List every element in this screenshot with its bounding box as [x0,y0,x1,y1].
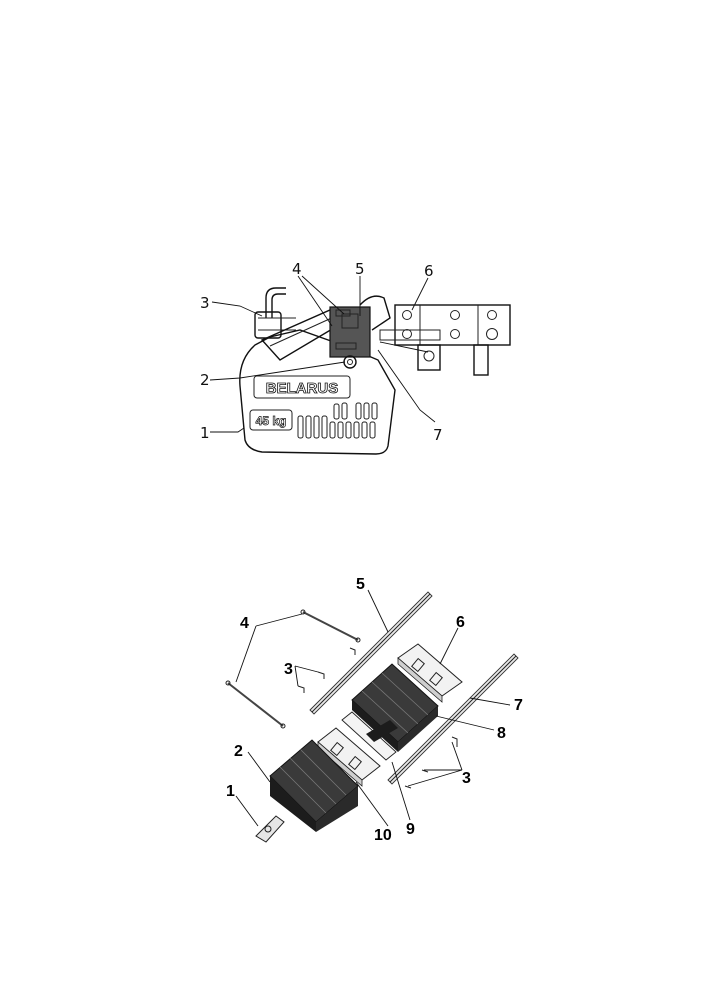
lower-slots [297,415,376,439]
rail-5 [309,591,433,715]
callout-2: 2 [234,743,243,760]
bracket-10 [317,727,381,787]
callout-4: 4 [292,260,302,278]
hitch-1 [255,815,285,843]
bolt-upper [335,309,351,317]
callout-6: 6 [424,262,434,280]
ballast-lower [269,739,359,832]
handle-hook [265,287,286,318]
callout-2: 2 [200,371,210,389]
plate-9 [341,711,398,761]
weight-plate [249,409,293,431]
pins-3-lower [404,736,458,789]
logo-text: BELARUS [266,380,339,397]
bottom-callouts: 1 2 3 3 4 5 6 7 8 9 10 [226,576,523,844]
callout-8: 8 [497,725,506,742]
pin [343,355,357,369]
callout-6: 6 [456,614,465,631]
rods-4 [227,611,359,727]
frame-beam [394,304,511,346]
bolt-lower [335,342,357,350]
callout-7: 7 [514,697,523,714]
callout-3-lower: 3 [462,770,471,787]
logo-plate [253,375,351,399]
callout-3: 3 [200,294,210,312]
weight-label: 45 kg [256,414,287,428]
callout-10: 10 [374,827,392,844]
callout-3-upper: 3 [284,661,293,678]
top-callouts: 1 2 3 4 5 6 7 [200,260,443,444]
top-figure: BELARUS 45 kg [200,260,511,455]
counterweight-body [239,329,396,455]
rod-ends [225,609,361,729]
pins-3-upper [297,647,356,693]
bottom-figure: 1 2 3 3 4 5 6 7 8 9 10 [225,576,523,844]
rail-7 [387,653,519,785]
top-leaders [209,275,436,433]
frame-bolts [402,310,498,362]
bottom-leaders [235,589,511,827]
callout-1: 1 [200,424,210,442]
callout-9: 9 [406,821,415,838]
callout-4: 4 [240,615,249,632]
upper-slots [333,402,378,420]
callout-5: 5 [355,260,365,278]
bracket-6 [397,643,463,703]
callout-7: 7 [433,426,443,444]
callout-5: 5 [356,576,365,593]
callout-1: 1 [226,783,235,800]
